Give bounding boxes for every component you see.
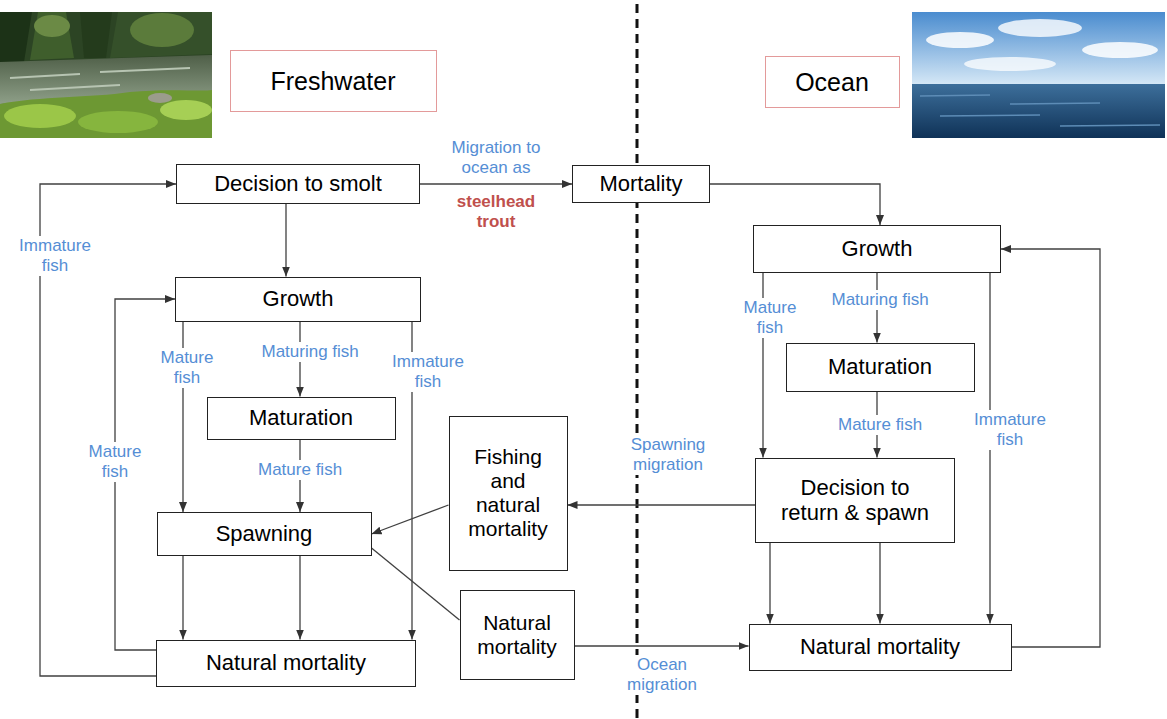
box-label: Mortality <box>581 171 701 196</box>
flow-arrow <box>879 543 880 624</box>
box-label: Natural mortality <box>467 611 568 659</box>
tree <box>0 12 32 64</box>
tree <box>30 12 74 60</box>
habitat-divider <box>636 4 639 719</box>
flow-label: Mature fish <box>78 442 152 483</box>
flow-label: Immature fish <box>13 236 97 277</box>
ocean-photo <box>912 12 1165 138</box>
flow-label: Immature fish <box>386 352 470 393</box>
moss <box>4 104 76 128</box>
flow-arrow <box>420 183 572 184</box>
process-box: Decision to return & spawn <box>755 458 955 543</box>
moss <box>160 100 212 120</box>
box-label: Maturation <box>795 354 966 379</box>
process-box: Growth <box>753 225 1001 273</box>
flow-arrow <box>182 556 183 640</box>
box-label: Growth <box>184 286 412 311</box>
process-box: Decision to smolt <box>176 164 420 204</box>
cloud <box>926 32 994 48</box>
habitat-label-box: Freshwater <box>230 50 437 112</box>
tree <box>80 12 112 58</box>
flow-arrow <box>575 645 749 646</box>
flow-label: Mature fish <box>150 348 224 389</box>
flow-label: Mature fish <box>256 460 344 480</box>
moss <box>78 111 158 133</box>
sky <box>912 12 1165 84</box>
flow-arrow <box>372 505 449 534</box>
flow-label: Migration to ocean as <box>439 138 553 179</box>
flow-arrow <box>372 548 460 620</box>
cloud <box>998 19 1082 37</box>
box-label: Freshwater <box>239 67 428 96</box>
flow-arrow <box>568 504 756 505</box>
flow-arrow <box>285 204 286 277</box>
box-label: Growth <box>762 236 992 261</box>
freshwater-photo <box>0 12 212 138</box>
flow-label: Spawning migration <box>621 435 715 476</box>
box-label: Spawning <box>166 521 363 546</box>
flow-arrow <box>710 184 880 225</box>
box-label: Ocean <box>774 68 891 97</box>
process-box: Maturation <box>207 397 396 440</box>
tree-crown <box>34 15 70 37</box>
box-label: Fishing and natural mortality <box>459 445 558 542</box>
flow-label: Ocean migration <box>615 655 709 696</box>
forest-ground <box>0 12 212 138</box>
process-box: Spawning <box>157 512 372 556</box>
flow-arrow <box>769 543 770 624</box>
box-label: Decision to smolt <box>185 171 411 196</box>
water-reflection <box>10 68 190 90</box>
box-label: Decision to return & spawn <box>776 475 934 526</box>
tree-crown <box>130 13 194 47</box>
moss-bank <box>0 90 212 138</box>
habitat-label-box: Ocean <box>765 56 900 108</box>
sea <box>912 84 1165 138</box>
flow-arrow <box>299 556 300 640</box>
flow-label: Maturing fish <box>260 342 361 362</box>
cloud <box>1082 42 1158 58</box>
wave <box>920 95 1160 126</box>
box-label: Natural mortality <box>758 634 1003 659</box>
flow-label: Maturing fish <box>830 290 931 310</box>
flow-label: Mature fish <box>836 415 924 435</box>
flow-label: Mature fish <box>733 298 807 339</box>
rock <box>148 93 172 103</box>
box-label: Maturation <box>216 405 387 430</box>
process-box: Natural mortality <box>460 590 575 680</box>
process-box: Fishing and natural mortality <box>449 416 568 571</box>
process-box: Natural mortality <box>156 640 416 687</box>
tree <box>110 12 212 58</box>
species-label: steelhead trout <box>449 192 543 233</box>
process-box: Natural mortality <box>749 624 1012 671</box>
process-box: Mortality <box>572 165 710 203</box>
process-box: Growth <box>175 277 421 322</box>
box-label: Natural mortality <box>165 650 407 675</box>
flow-label: Immature fish <box>968 410 1052 451</box>
process-box: Maturation <box>786 343 975 392</box>
cloud <box>964 57 1056 71</box>
